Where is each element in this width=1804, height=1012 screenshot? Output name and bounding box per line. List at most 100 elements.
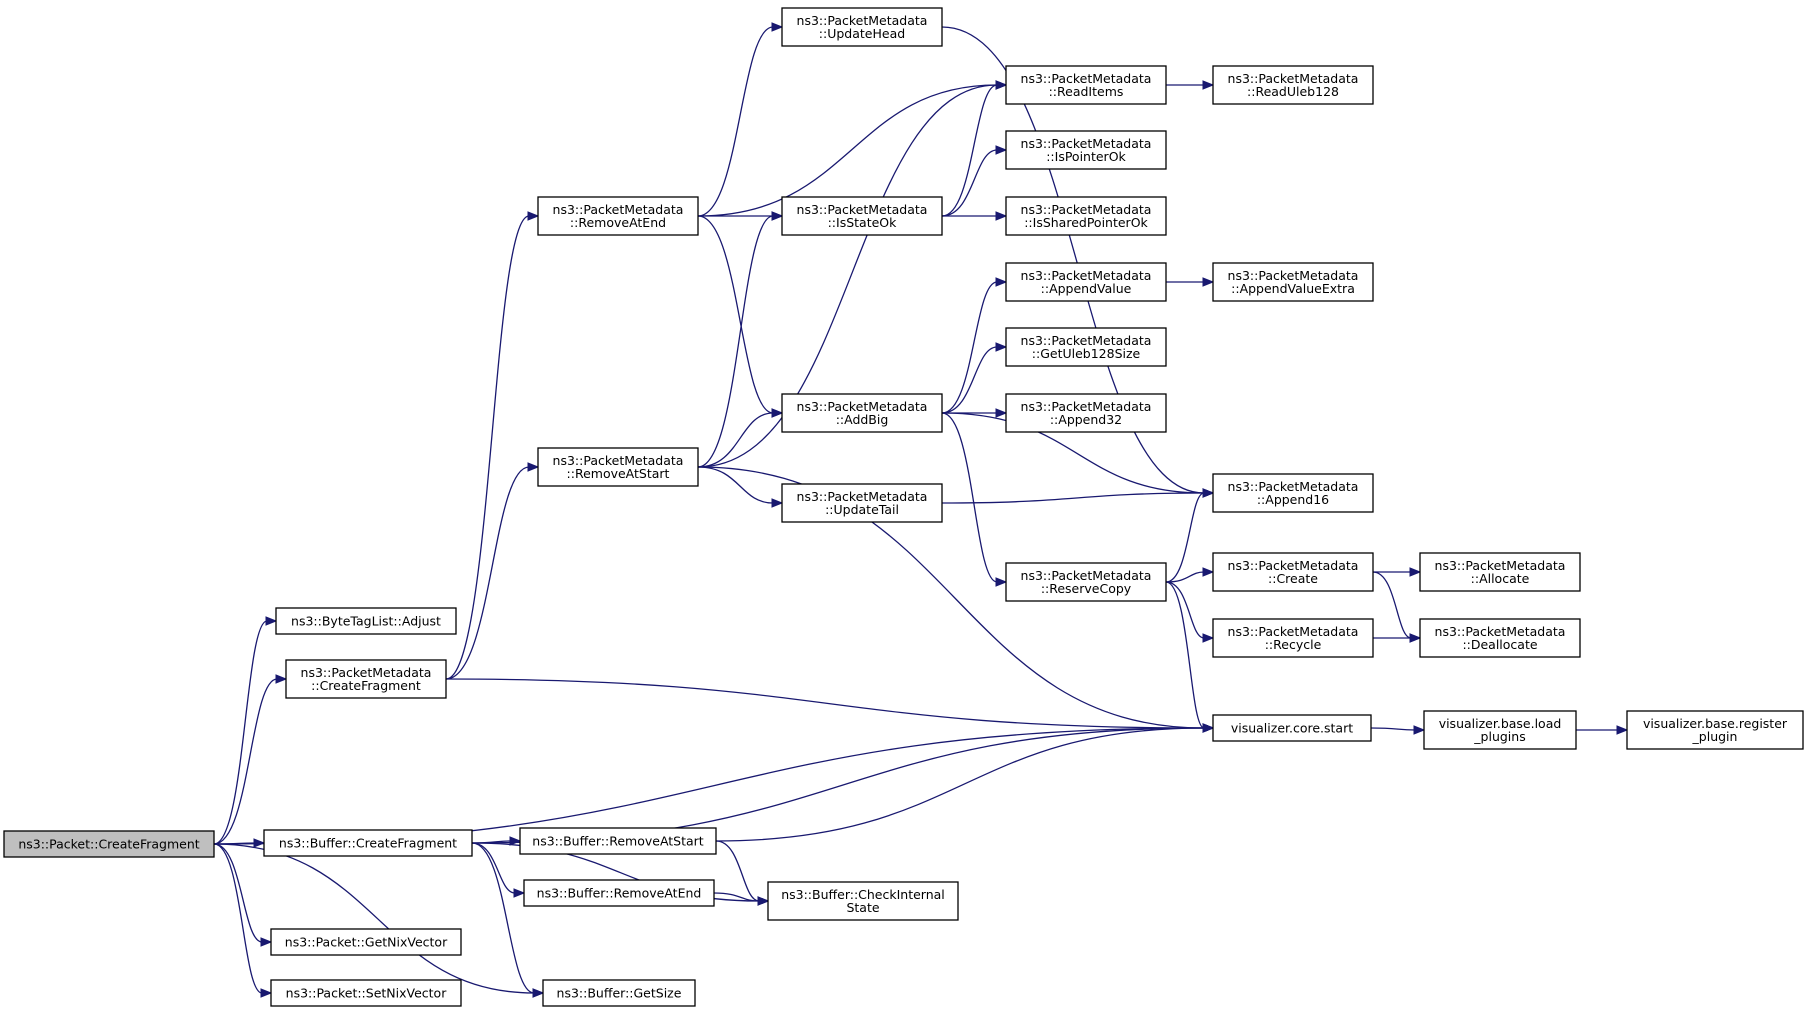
node-label: ns3::PacketMetadata xyxy=(1021,333,1152,348)
edge-pm_removeatend-to-pm_isstateok xyxy=(697,211,784,221)
edge-line xyxy=(471,842,516,894)
edge-line xyxy=(471,727,1205,844)
node-label: ::IsSharedPointerOk xyxy=(1024,215,1148,230)
node-pm-deallocate[interactable]: ns3::PacketMetadata::Deallocate xyxy=(1419,618,1581,658)
edge-pm_addbig-to-pm_reservecopy xyxy=(941,412,1008,587)
node-label: ns3::PacketMetadata xyxy=(1228,268,1359,283)
edge-buf_createfragment-to-buf_getsize xyxy=(471,842,545,998)
edge-pm_isstateok-to-pm_readitems xyxy=(941,80,1008,217)
node-label: ns3::PacketMetadata xyxy=(553,202,684,217)
node-pm-ispointerok[interactable]: ns3::PacketMetadata::IsPointerOk xyxy=(1005,130,1167,170)
node-pm-updatehead[interactable]: ns3::PacketMetadata::UpdateHead xyxy=(781,7,943,47)
edge-arrowhead xyxy=(1202,567,1215,577)
node-pkt-setnix[interactable]: ns3::Packet::SetNixVector xyxy=(270,979,462,1007)
edge-line xyxy=(941,412,1205,494)
node-box xyxy=(781,7,943,47)
edge-line xyxy=(713,892,760,902)
node-box xyxy=(1005,65,1167,105)
node-buf-getsize[interactable]: ns3::Buffer::GetSize xyxy=(542,979,696,1007)
node-pm-isstateok[interactable]: ns3::PacketMetadata::IsStateOk xyxy=(781,196,943,236)
edge-buf_removeatstart-to-viz_core_start xyxy=(715,723,1215,842)
node-box xyxy=(1212,473,1374,513)
node-viz-load-plugins[interactable]: visualizer.base.load_plugins xyxy=(1423,710,1577,750)
edge-viz_core_start-to-viz_load_plugins xyxy=(1370,725,1426,735)
node-box xyxy=(1212,552,1374,592)
edge-line xyxy=(697,84,998,217)
edge-arrowhead xyxy=(509,836,522,846)
edge-pm_isstateok-to-pm_ispointerok xyxy=(941,145,1008,217)
node-label: visualizer.core.start xyxy=(1231,721,1353,736)
edge-arrowhead xyxy=(513,888,526,898)
node-buf-removeatend[interactable]: ns3::Buffer::RemoveAtEnd xyxy=(523,879,715,907)
node-pm-appendvalue[interactable]: ns3::PacketMetadata::AppendValue xyxy=(1005,262,1167,302)
node-pm-createfragment[interactable]: ns3::PacketMetadata::CreateFragment xyxy=(285,659,447,699)
node-label: ns3::ByteTagList::Adjust xyxy=(291,614,441,629)
node-box xyxy=(1005,327,1167,367)
node-btl-adjust[interactable]: ns3::ByteTagList::Adjust xyxy=(275,607,457,635)
node-box xyxy=(263,829,473,857)
node-pm-issharedpointerok[interactable]: ns3::PacketMetadata::IsSharedPointerOk xyxy=(1005,196,1167,236)
node-label: visualizer.base.load xyxy=(1439,716,1562,731)
node-label: ::ReadUleb128 xyxy=(1247,84,1339,99)
node-label: ns3::Buffer::RemoveAtEnd xyxy=(537,886,702,901)
node-label: ::IsStateOk xyxy=(828,215,898,230)
node-box xyxy=(781,196,943,236)
edge-pm_removeatend-to-pm_readitems xyxy=(697,80,1008,217)
node-pm-readitems[interactable]: ns3::PacketMetadata::ReadItems xyxy=(1005,65,1167,105)
edge-line xyxy=(213,843,263,943)
edge-line xyxy=(697,215,774,414)
node-pm-reservecopy[interactable]: ns3::PacketMetadata::ReserveCopy xyxy=(1005,562,1167,602)
node-pm-readuleb128[interactable]: ns3::PacketMetadata::ReadUleb128 xyxy=(1212,65,1374,105)
edge-pm_addbig-to-pm_appendvalue xyxy=(941,277,1008,414)
edge-pm_removeatstart-to-pm_updatetail xyxy=(697,466,784,508)
node-label: ::Append32 xyxy=(1050,412,1122,427)
edge-buf_removeatstart-to-buf_checkinternal xyxy=(715,840,770,906)
node-buf-createfragment[interactable]: ns3::Buffer::CreateFragment xyxy=(263,829,473,857)
node-pm-create[interactable]: ns3::PacketMetadata::Create xyxy=(1212,552,1374,592)
node-pkt-getnix[interactable]: ns3::Packet::GetNixVector xyxy=(270,928,462,956)
node-buf-removeatstart[interactable]: ns3::Buffer::RemoveAtStart xyxy=(519,827,717,855)
edge-line xyxy=(697,215,774,468)
node-box xyxy=(1005,130,1167,170)
node-label: ns3::PacketMetadata xyxy=(797,202,928,217)
node-pm-append32[interactable]: ns3::PacketMetadata::Append32 xyxy=(1005,393,1167,433)
edge-arrowhead xyxy=(771,22,784,32)
node-pm-addbig[interactable]: ns3::PacketMetadata::AddBig xyxy=(781,393,943,433)
edge-line xyxy=(697,84,998,468)
node-root[interactable]: ns3::Packet::CreateFragment xyxy=(3,830,215,858)
edge-line xyxy=(941,149,998,217)
node-viz-core-start[interactable]: visualizer.core.start xyxy=(1212,714,1372,742)
edge-arrowhead xyxy=(532,988,545,998)
node-pm-allocate[interactable]: ns3::PacketMetadata::Allocate xyxy=(1419,552,1581,592)
edge-pm_removeatstart-to-pm_addbig xyxy=(697,408,784,468)
node-label: ::UpdateTail xyxy=(825,502,899,517)
edge-line xyxy=(213,620,268,845)
edge-line xyxy=(697,466,1205,729)
edge-pm_create-to-pm_deallocate xyxy=(1372,571,1422,643)
edge-arrowhead xyxy=(1202,277,1215,287)
edge-line xyxy=(1165,571,1205,583)
node-pm-removeatstart[interactable]: ns3::PacketMetadata::RemoveAtStart xyxy=(537,447,699,487)
edge-line xyxy=(941,26,1205,494)
edge-pm_removeatend-to-pm_addbig xyxy=(697,215,784,418)
node-label: ::RemoveAtStart xyxy=(567,466,670,481)
node-pm-removeatend[interactable]: ns3::PacketMetadata::RemoveAtEnd xyxy=(537,196,699,236)
node-pm-getuleb128size[interactable]: ns3::PacketMetadata::GetUleb128Size xyxy=(1005,327,1167,367)
edge-pm_removeatstart-to-pm_isstateok xyxy=(697,211,784,468)
node-label: _plugins xyxy=(1473,729,1525,744)
node-pm-append16[interactable]: ns3::PacketMetadata::Append16 xyxy=(1212,473,1374,513)
node-viz-register-plugin[interactable]: visualizer.base.register_plugin xyxy=(1626,710,1804,750)
node-label: ::Allocate xyxy=(1471,571,1530,586)
node-label: ::AddBig xyxy=(836,412,889,427)
edge-line xyxy=(715,727,1205,842)
node-pm-appendvalueextra[interactable]: ns3::PacketMetadata::AppendValueExtra xyxy=(1212,262,1374,302)
node-label: ns3::PacketMetadata xyxy=(553,453,684,468)
edge-arrowhead xyxy=(260,937,273,947)
edge-arrowhead xyxy=(995,408,1008,418)
edge-line xyxy=(941,281,998,414)
edge-arrowhead xyxy=(995,577,1008,587)
node-pm-recycle[interactable]: ns3::PacketMetadata::Recycle xyxy=(1212,618,1374,658)
node-pm-updatetail[interactable]: ns3::PacketMetadata::UpdateTail xyxy=(781,483,943,523)
